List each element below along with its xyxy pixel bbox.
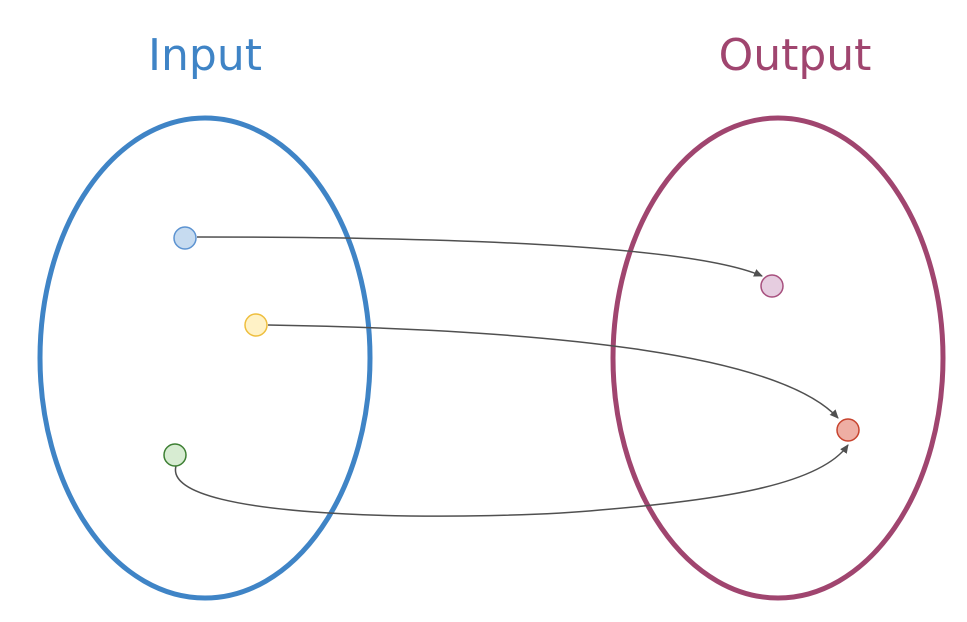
input-set-title: Input [148, 30, 262, 81]
mapping-arrow-green-to-red [175, 444, 849, 517]
mapping-arrow-blue-to-pink [196, 236, 763, 277]
input-point-blue [173, 226, 197, 250]
output-point-red [836, 418, 860, 442]
mapping-arrow-yellow-to-red [267, 324, 839, 419]
input-point-green [163, 443, 187, 467]
output-point-pink [760, 274, 784, 298]
output-set-title: Output [718, 30, 872, 81]
output-set-ellipse [610, 115, 946, 601]
input-point-yellow [244, 313, 268, 337]
input-set-ellipse [37, 115, 373, 601]
